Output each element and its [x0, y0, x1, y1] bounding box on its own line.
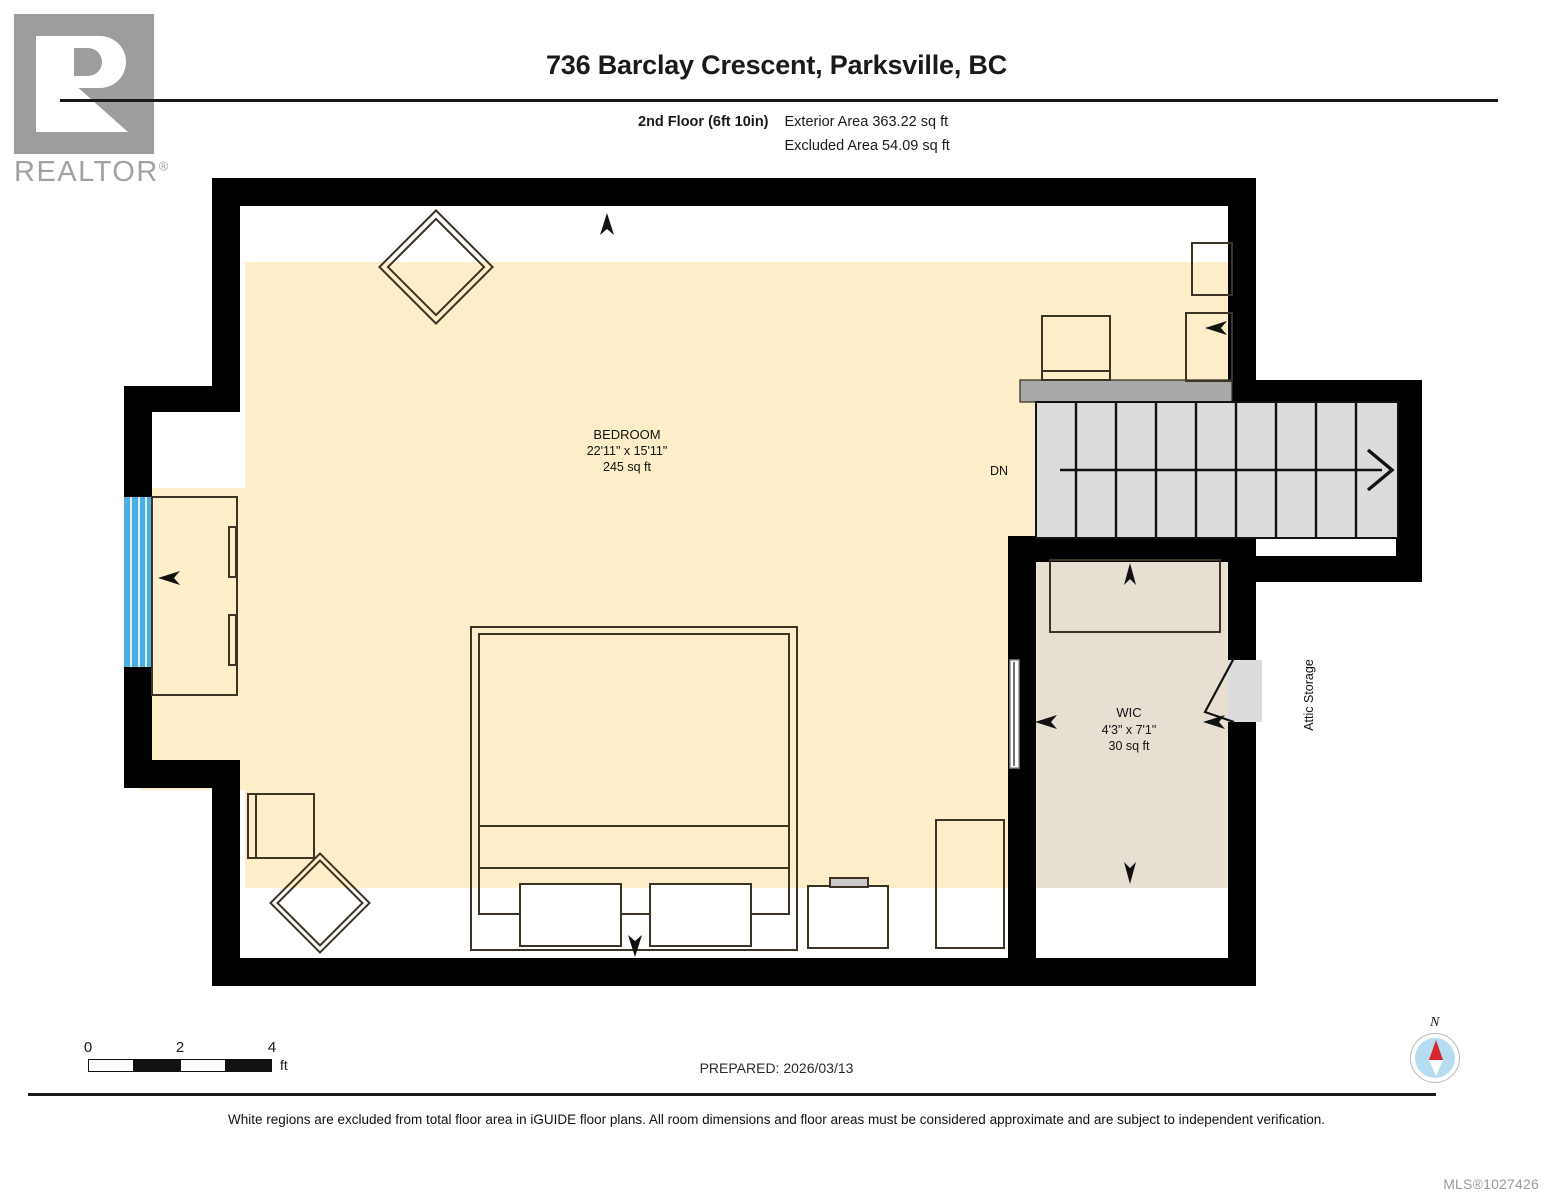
wic-area: 30 sq ft: [1109, 739, 1151, 753]
floorplan-drawing: DN Attic Storage: [124, 178, 1422, 986]
bedroom-area: 245 sq ft: [603, 460, 651, 474]
realtor-wordmark-registered: ®: [158, 158, 170, 174]
floor-meta: 2nd Floor (6ft 10in) Exterior Area 363.2…: [0, 110, 1553, 158]
furniture-nightstand-center: [807, 877, 889, 949]
staircase: [1019, 379, 1399, 539]
attic-storage-label: Attic Storage: [1302, 659, 1316, 731]
furniture-cabinet-top-right: [1191, 242, 1233, 296]
compass-needle-south: [1428, 1060, 1443, 1076]
exterior-area: Exterior Area 363.22 sq ft: [784, 114, 949, 130]
scale-segment-4: [226, 1059, 272, 1072]
furniture-cabinet-bottom: [935, 819, 1005, 949]
realtor-logo: REALTOR®: [14, 14, 174, 189]
realtor-wordmark: REALTOR®: [14, 156, 170, 189]
furniture-nightstand-left: [247, 793, 315, 859]
furniture-dresser-left: [151, 496, 238, 696]
compass-north-label: N: [1430, 1015, 1440, 1030]
furniture-wic-shelf: [1049, 559, 1221, 633]
walls: [124, 178, 1422, 986]
view-arrows: [158, 213, 1227, 957]
title-divider: [60, 99, 1498, 102]
scale-unit: ft: [280, 1057, 288, 1073]
scale-tick-4: 4: [267, 1039, 277, 1056]
scale-bar: 0 2 4 ft: [84, 1039, 288, 1075]
furniture-diamond-bottom: [269, 852, 371, 954]
realtor-logo-bowl-inner: [74, 48, 102, 76]
wic-dimensions: 4'3" x 7'1": [1102, 723, 1157, 737]
disclaimer-text: White regions are excluded from total fl…: [227, 1112, 1326, 1127]
furniture-cabinet-upper-left-of-stairs: [1041, 315, 1111, 381]
scale-segment-3: [180, 1059, 226, 1072]
wic-pocket-door: [1009, 659, 1020, 769]
furniture-bed: [470, 626, 798, 951]
window-left: [124, 497, 152, 667]
wic-name: WIC: [1116, 705, 1141, 720]
bedroom-label-group: BEDROOM 22'11" x 15'11" 245 sq ft: [587, 427, 668, 474]
wic-fill-group: [1036, 545, 1232, 960]
page-title: 736 Barclay Crescent, Parksville, BC: [545, 50, 1008, 80]
mls-number: MLS®1027426: [1443, 1176, 1539, 1192]
scale-tick-0: 0: [83, 1039, 93, 1056]
stairs-direction-label: DN: [990, 464, 1008, 478]
scale-segment-2: [134, 1059, 180, 1072]
prepared-date: PREPARED: 2026/03/13: [699, 1060, 854, 1076]
wic-swing-door: [1203, 657, 1262, 724]
realtor-wordmark-text: REALTOR: [14, 156, 159, 188]
floor-areas: Exterior Area 363.22 sq ft Excluded Area…: [785, 110, 1117, 158]
bedroom-name: BEDROOM: [593, 427, 660, 442]
floor-label: 2nd Floor (6ft 10in): [638, 114, 769, 130]
scale-segment-1: [88, 1059, 134, 1072]
scale-tick-2: 2: [175, 1039, 185, 1056]
compass-icon: N: [1404, 1015, 1466, 1089]
realtor-logo-mark: [14, 14, 154, 154]
wic-label-group: WIC 4'3" x 7'1" 30 sq ft: [1102, 705, 1157, 753]
compass-needle-north: [1428, 1040, 1443, 1060]
bedroom-fill-group: [140, 200, 1232, 960]
furniture-diamond-top: [378, 209, 494, 325]
bedroom-dimensions: 22'11" x 15'11": [587, 444, 668, 458]
realtor-logo-bar: [36, 36, 74, 132]
door-top-right: [1185, 312, 1233, 382]
footer-divider: [28, 1093, 1436, 1096]
excluded-area: Excluded Area 54.09 sq ft: [784, 138, 950, 154]
